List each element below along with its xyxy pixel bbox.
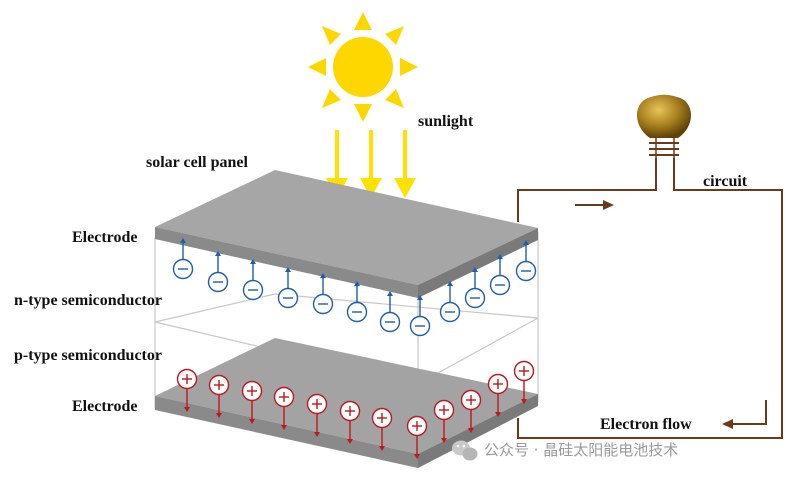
- electron: [464, 267, 486, 309]
- panel-label: solar cell panel: [146, 154, 248, 171]
- watermark: 公众号 · 晶硅太阳能电池技术: [484, 441, 678, 459]
- wechat-icon: [452, 440, 478, 461]
- electron-flow-label: Electron flow: [600, 416, 692, 433]
- electron: [312, 273, 334, 315]
- hole: [371, 407, 393, 451]
- electrode-bottom-label: Electrode: [72, 398, 137, 415]
- electron: [489, 254, 511, 296]
- hole: [406, 415, 428, 459]
- light-bulb-icon: [636, 94, 692, 160]
- p-type-label: p-type semiconductor: [14, 347, 162, 364]
- hole: [433, 399, 455, 443]
- hole: [208, 374, 230, 418]
- hole: [487, 373, 509, 417]
- hole: [339, 400, 361, 444]
- n-type-label: n-type semiconductor: [14, 292, 162, 309]
- electron: [172, 238, 194, 280]
- circuit-label: circuit: [703, 173, 748, 190]
- external-circuit: [517, 158, 783, 439]
- electron-flow-arrow: [722, 400, 767, 429]
- hole: [273, 386, 295, 430]
- hole: [513, 360, 535, 404]
- top-electrode: [155, 170, 538, 298]
- electron: [379, 291, 401, 333]
- hole-carriers: [176, 360, 535, 459]
- hole: [241, 380, 263, 424]
- sunlight-label: sunlight: [418, 113, 474, 130]
- hole: [176, 368, 198, 412]
- electron: [277, 267, 299, 309]
- circuit-direction-arrow: [575, 200, 614, 210]
- electron: [515, 240, 537, 282]
- electron: [346, 281, 368, 323]
- electron: [242, 259, 264, 301]
- hole: [306, 393, 328, 437]
- electrode-top-label: Electrode: [72, 229, 137, 246]
- electron-carriers: [172, 238, 537, 337]
- electron: [207, 251, 229, 293]
- electron: [409, 295, 431, 337]
- sun-icon: [308, 12, 418, 122]
- hole: [460, 389, 482, 433]
- electron: [439, 281, 461, 323]
